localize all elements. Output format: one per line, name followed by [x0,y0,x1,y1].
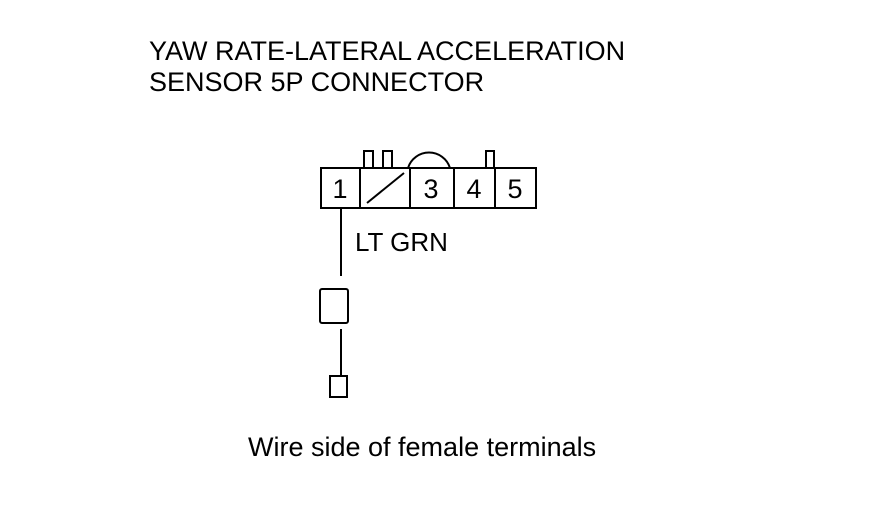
lock-tab [485,150,495,168]
wire-color-label: LT GRN [355,227,448,257]
lock-tab [363,150,374,168]
pin-label-4: 4 [466,174,481,204]
title-line-1: YAW RATE-LATERAL ACCELERATION [149,36,626,66]
connector-body [320,167,537,209]
connector-title: YAW RATE-LATERAL ACCELERATION SENSOR 5P … [149,36,625,98]
lock-hump [407,151,451,169]
probe-tip [329,375,348,398]
empty-cavity-slash [366,172,405,204]
pin-label-3: 3 [423,174,438,204]
terminal-probe [319,288,349,324]
title-line-2: SENSOR 5P CONNECTOR [149,67,485,97]
diagram-caption: Wire side of female terminals [248,432,597,462]
lock-tab [382,150,393,168]
pin-label-5: 5 [507,174,522,204]
pin-label-1: 1 [332,174,347,204]
